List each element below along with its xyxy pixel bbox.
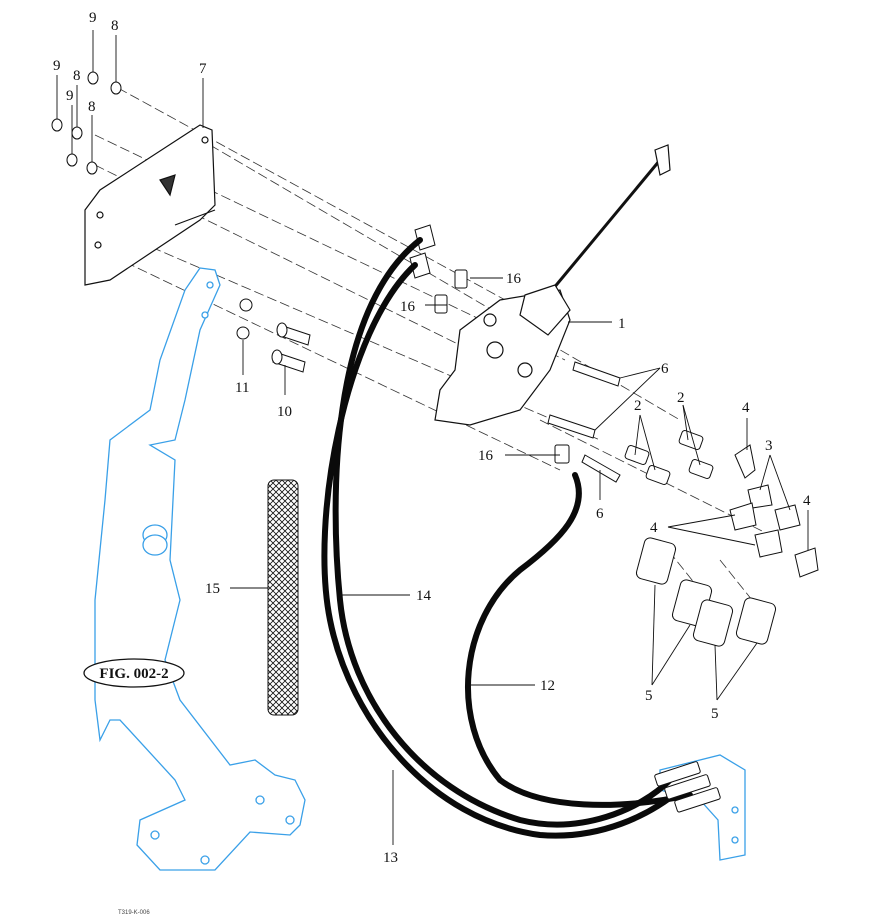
callout-6: 6 <box>661 361 669 377</box>
figure-reference-badge[interactable]: FIG. 002-2 <box>83 658 185 688</box>
callout-9: 9 <box>66 88 74 104</box>
valve-bolts <box>547 361 621 483</box>
callout-16: 16 <box>478 448 494 464</box>
callout-1: 1 <box>618 316 626 332</box>
leader-lines <box>56 30 809 845</box>
callout-5: 5 <box>711 706 719 722</box>
callout-9: 9 <box>53 58 61 74</box>
hose-end-fittings <box>654 761 721 813</box>
callout-13: 13 <box>383 850 398 866</box>
callout-16: 16 <box>506 271 522 287</box>
fittings <box>409 224 819 647</box>
protective-sleeve <box>267 479 299 716</box>
bolts <box>271 322 311 373</box>
callout-2: 2 <box>634 398 642 414</box>
drawing-code: T319-K-006 <box>118 910 150 916</box>
callout-4: 4 <box>803 493 811 509</box>
callout-8: 8 <box>111 18 119 34</box>
hydraulic-hoses <box>321 237 693 839</box>
callout-4: 4 <box>650 520 658 536</box>
callout-8: 8 <box>73 68 81 84</box>
mounting-plate <box>84 124 216 286</box>
callout-16: 16 <box>400 299 416 315</box>
figure-reference-label[interactable]: FIG. 002-2 <box>99 666 168 682</box>
callout-7: 7 <box>199 61 207 77</box>
callout-12: 12 <box>540 678 555 694</box>
callout-9: 9 <box>89 10 97 26</box>
control-valve <box>434 144 671 426</box>
callout-2: 2 <box>677 390 685 406</box>
callout-5: 5 <box>645 688 653 704</box>
callout-3: 3 <box>765 438 773 454</box>
loader-frame-reference <box>94 267 306 871</box>
callout-6: 6 <box>596 506 604 522</box>
callout-14: 14 <box>416 588 432 604</box>
callout-11: 11 <box>235 380 249 396</box>
callout-15: 15 <box>205 581 220 597</box>
callout-4: 4 <box>742 400 750 416</box>
callout-10: 10 <box>277 404 292 420</box>
callout-8: 8 <box>88 99 96 115</box>
